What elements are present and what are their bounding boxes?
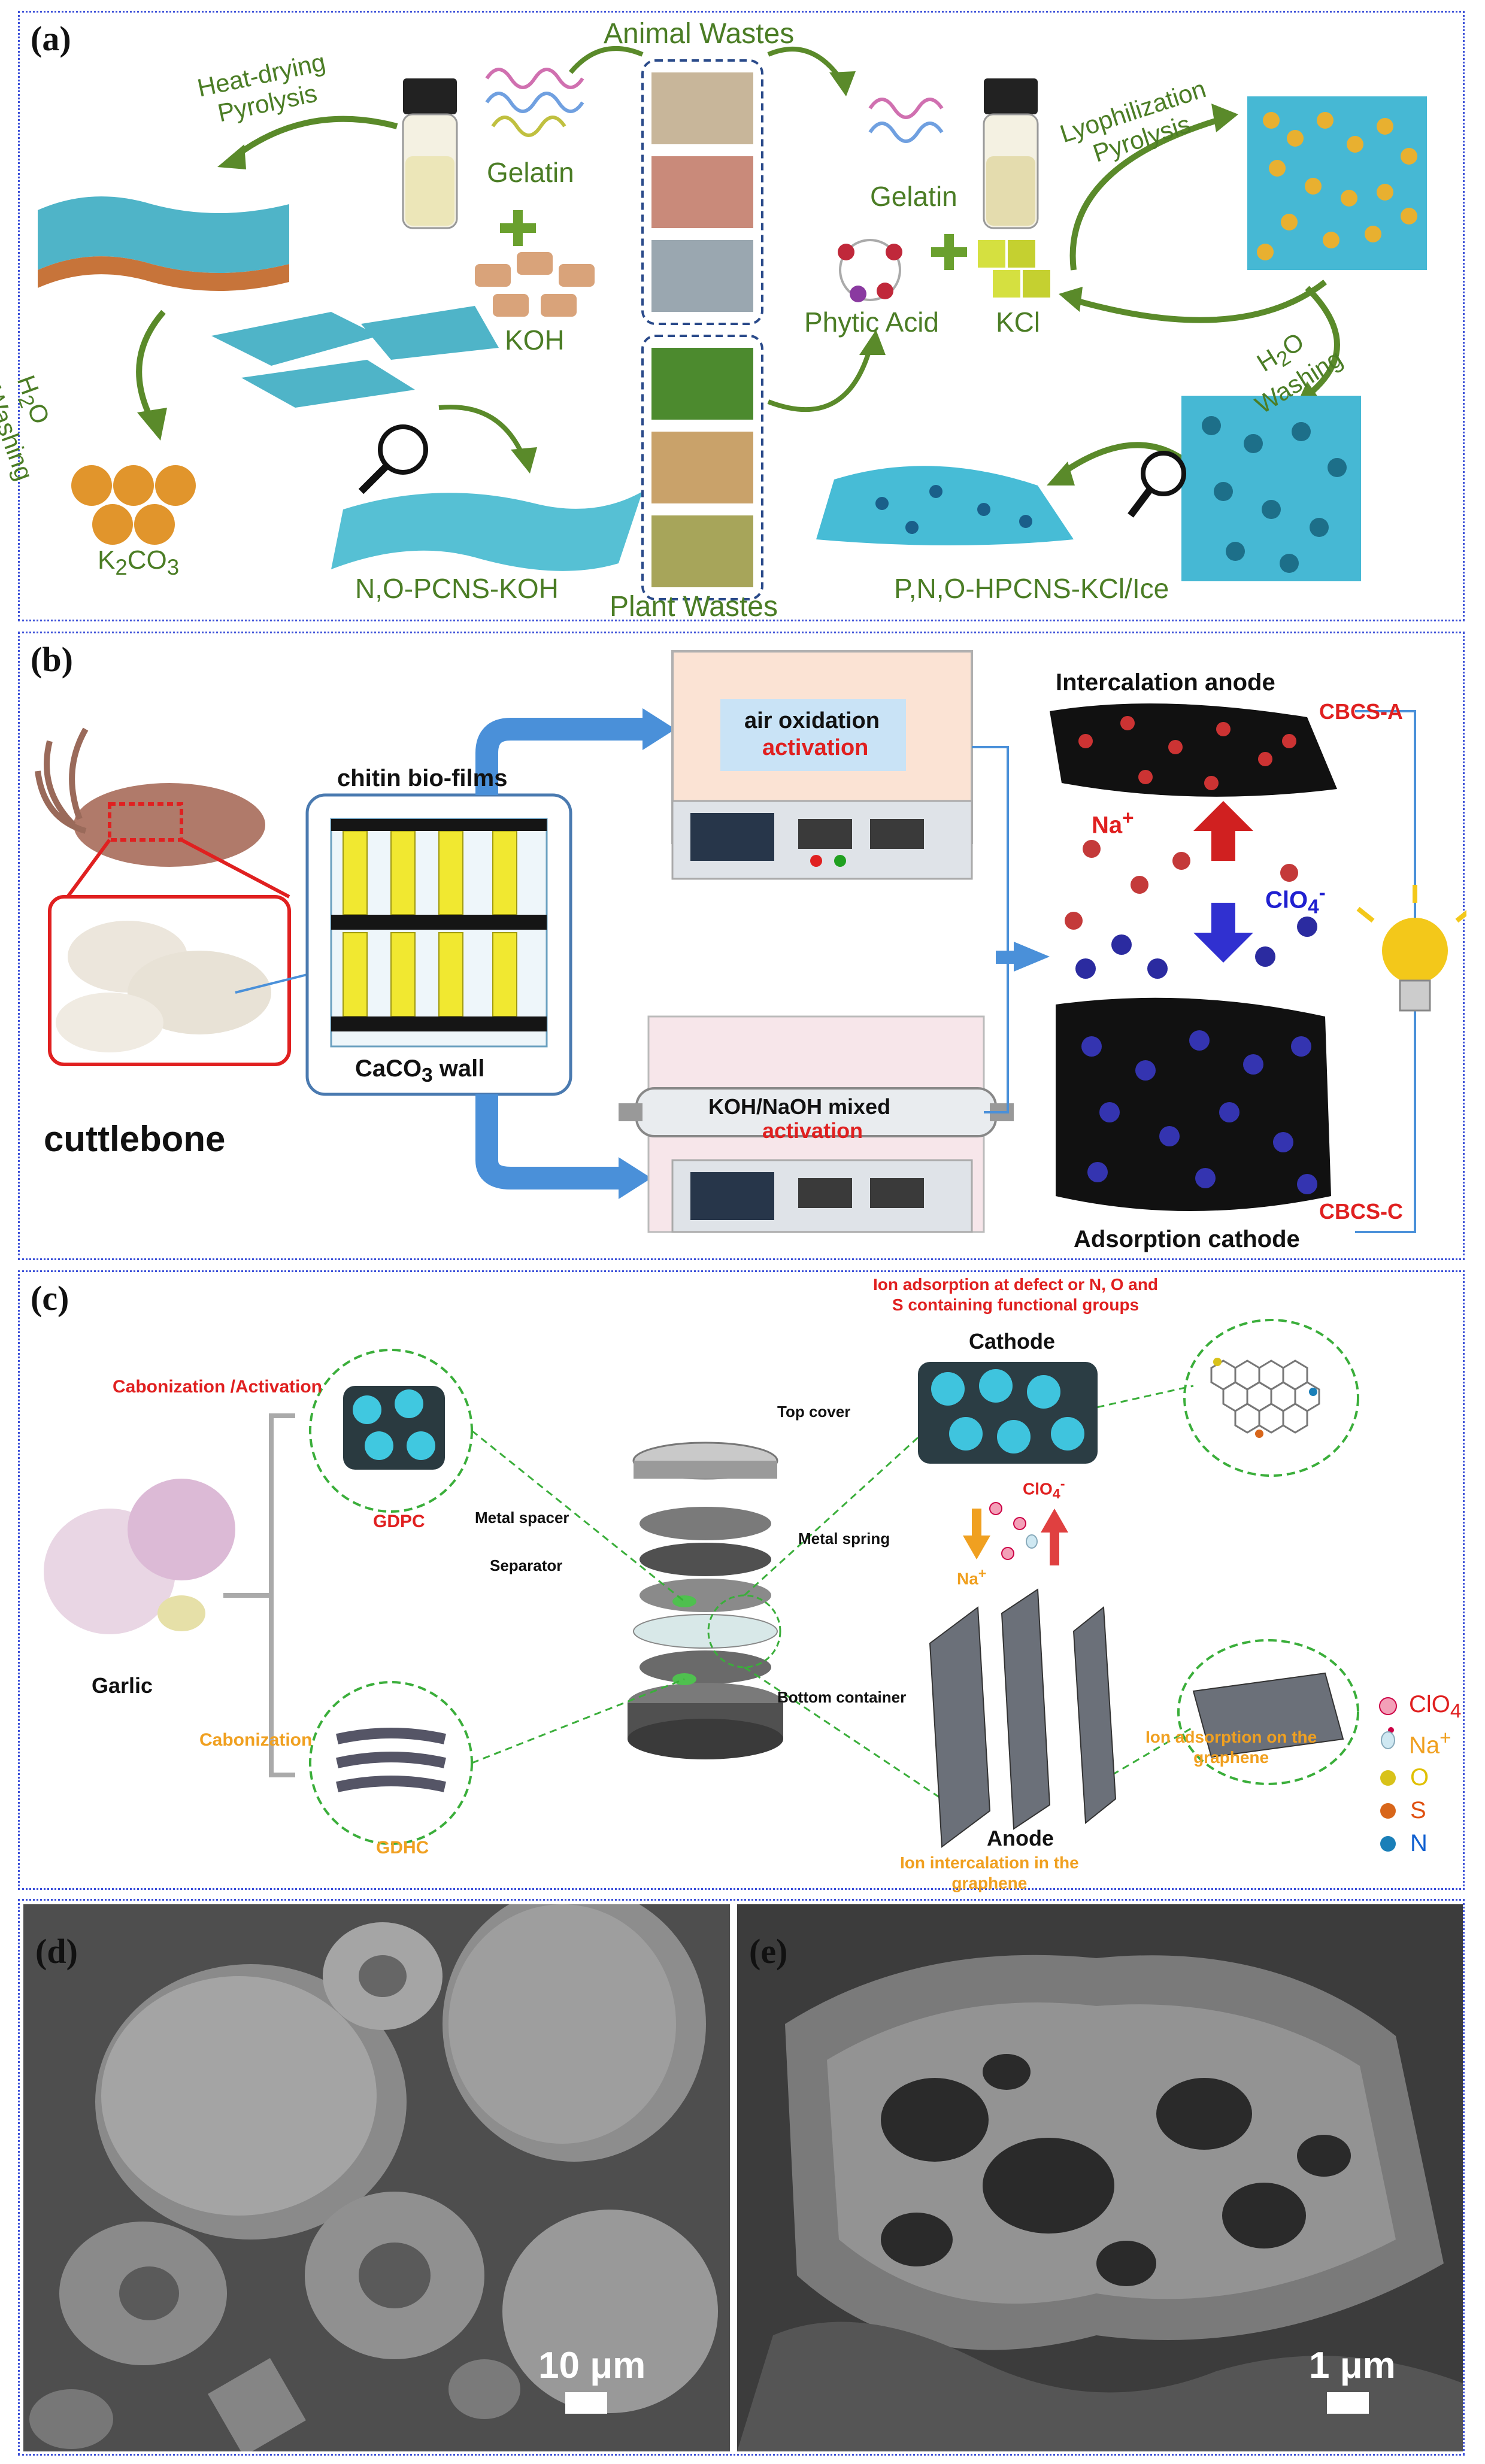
scale-e-label: 1 μm <box>1309 2345 1396 2386</box>
panel-a-label: (a) <box>31 19 71 58</box>
panel-de: (d) 10 μm (e) 1 μm <box>18 1899 1465 2456</box>
koh-label: KOH <box>505 324 565 356</box>
sup-plus: + <box>1122 807 1134 829</box>
clo-text: ClO <box>1265 887 1308 914</box>
adsorption-line1: Ion adsorption on the <box>1145 1728 1317 1746</box>
intercalation-anode-label: Intercalation anode <box>1056 669 1275 696</box>
cuttlebone-label: cuttlebone <box>44 1119 226 1159</box>
scale-bar-d <box>565 2392 607 2414</box>
k2co3-label: K2CO3 <box>98 545 179 580</box>
legend-na: Na+ <box>1409 1727 1451 1759</box>
cbcs-a-label: CBCS-A <box>1319 699 1403 724</box>
legend-clo-text: ClO <box>1409 1691 1450 1717</box>
sup-minus: - <box>1319 882 1326 904</box>
scale-d-label: 10 μm <box>538 2345 646 2386</box>
wall-text: wall <box>432 1055 485 1082</box>
ion-intercalation-label: Ion intercalation in the graphene <box>900 1853 1079 1893</box>
panel-a-graphics <box>38 46 1427 600</box>
air-oxidation-label: air oxidation <box>744 708 880 733</box>
sup-plus: + <box>978 1565 987 1581</box>
gdhc-label: GDHC <box>376 1838 429 1858</box>
intercalation-line1: Ion intercalation in the <box>900 1853 1079 1872</box>
sub-4: 4 <box>1308 896 1319 918</box>
ion-adsorption-line2: S containing functional groups <box>892 1295 1139 1314</box>
ion-adsorption-graphene-label: Ion adsorption on the graphene <box>1145 1727 1317 1768</box>
kcl-label: KCl <box>996 307 1041 338</box>
panel-c: (c) <box>18 1270 1465 1893</box>
sup-minus: - <box>1060 1476 1065 1491</box>
co-text: CO <box>127 545 167 575</box>
legend-na-text: Na <box>1409 1732 1440 1759</box>
plant-wastes-label: Plant Wastes <box>610 591 778 623</box>
caco-text: CaCO <box>355 1055 422 1082</box>
product-left-label: N,O-PCNS-KOH <box>355 573 559 604</box>
bottom-container-label: Bottom container <box>777 1688 907 1706</box>
na-text: Na <box>1092 812 1123 839</box>
legend-sub-4: 4 <box>1450 1700 1462 1722</box>
legend-n: N <box>1410 1830 1428 1856</box>
anode-label: Anode <box>987 1826 1054 1850</box>
separator-label: Separator <box>490 1556 563 1574</box>
chitin-label: chitin bio-films <box>337 765 508 791</box>
ion-adsorption-line1: Ion adsorption at defect or N, O and <box>873 1275 1159 1294</box>
carbonization-label: Cabonization <box>199 1730 313 1750</box>
na-c-label: Na+ <box>957 1565 986 1588</box>
sub-3: 3 <box>166 554 180 579</box>
cathode-label: Cathode <box>969 1329 1055 1354</box>
garlic-label: Garlic <box>92 1673 153 1698</box>
panel-d-label: (d) <box>35 1932 78 1971</box>
top-cover-label: Top cover <box>777 1403 851 1421</box>
metal-spacer-label: Metal spacer <box>475 1509 569 1527</box>
sem-e-graphics <box>737 1904 1463 2451</box>
koh-naoh-label: KOH/NaOH mixed <box>708 1094 891 1119</box>
activation-top-label: activation <box>762 735 869 760</box>
adsorption-line2: graphene <box>1193 1748 1269 1767</box>
activation-bottom-label: activation <box>762 1118 863 1143</box>
sem-d-graphics <box>23 1904 730 2451</box>
sem-image-d: (d) 10 μm <box>23 1904 730 2451</box>
animal-wastes-label: Animal Wastes <box>604 18 795 50</box>
metal-spring-label: Metal spring <box>798 1530 890 1547</box>
sub-4: 4 <box>1052 1485 1060 1501</box>
sub-2: 2 <box>115 554 128 579</box>
panel-a: (a) <box>0 11 1465 623</box>
panel-b: (b) <box>18 632 1466 1260</box>
legend-dots <box>1379 1697 1397 1852</box>
panel-e-label: (e) <box>749 1932 788 1971</box>
gelatin-right-label: Gelatin <box>870 181 957 212</box>
legend-clo4: ClO4 <box>1409 1691 1461 1723</box>
ion-adsorption-defect-label: Ion adsorption at defect or N, O and S c… <box>873 1275 1158 1315</box>
sem-image-e: (e) 1 μm <box>737 1904 1463 2451</box>
phytic-acid-label: Phytic Acid <box>804 307 939 338</box>
panel-b-graphics <box>35 650 1466 1233</box>
legend-sup-plus: + <box>1439 1727 1451 1749</box>
panel-c-graphics <box>44 1319 1397 1852</box>
cbcs-c-label: CBCS-C <box>1319 1199 1403 1224</box>
product-right-label: P,N,O-HPCNS-KCl/Ice <box>894 573 1169 604</box>
clo-text: ClO <box>1023 1479 1053 1498</box>
clo4-c-label: ClO4- <box>1023 1476 1065 1502</box>
gdpc-label: GDPC <box>373 1512 425 1531</box>
legend-o: O <box>1410 1764 1429 1791</box>
k-text: K <box>98 545 116 575</box>
scale-bar-e <box>1327 2392 1369 2414</box>
sub-3: 3 <box>422 1064 433 1087</box>
clo4-label: ClO4- <box>1265 882 1326 918</box>
caco3-label: CaCO3 wall <box>355 1055 484 1087</box>
gelatin-left-label: Gelatin <box>487 157 574 188</box>
intercalation-line2: graphene <box>951 1874 1028 1892</box>
panel-c-label: (c) <box>31 1279 69 1318</box>
carbonization-activation-label: Cabonization /Activation <box>113 1377 323 1397</box>
panel-b-label: (b) <box>31 640 73 679</box>
adsorption-cathode-label: Adsorption cathode <box>1074 1226 1300 1252</box>
legend-s: S <box>1410 1797 1426 1823</box>
na-label: Na+ <box>1092 807 1134 839</box>
na-text: Na <box>957 1569 978 1588</box>
